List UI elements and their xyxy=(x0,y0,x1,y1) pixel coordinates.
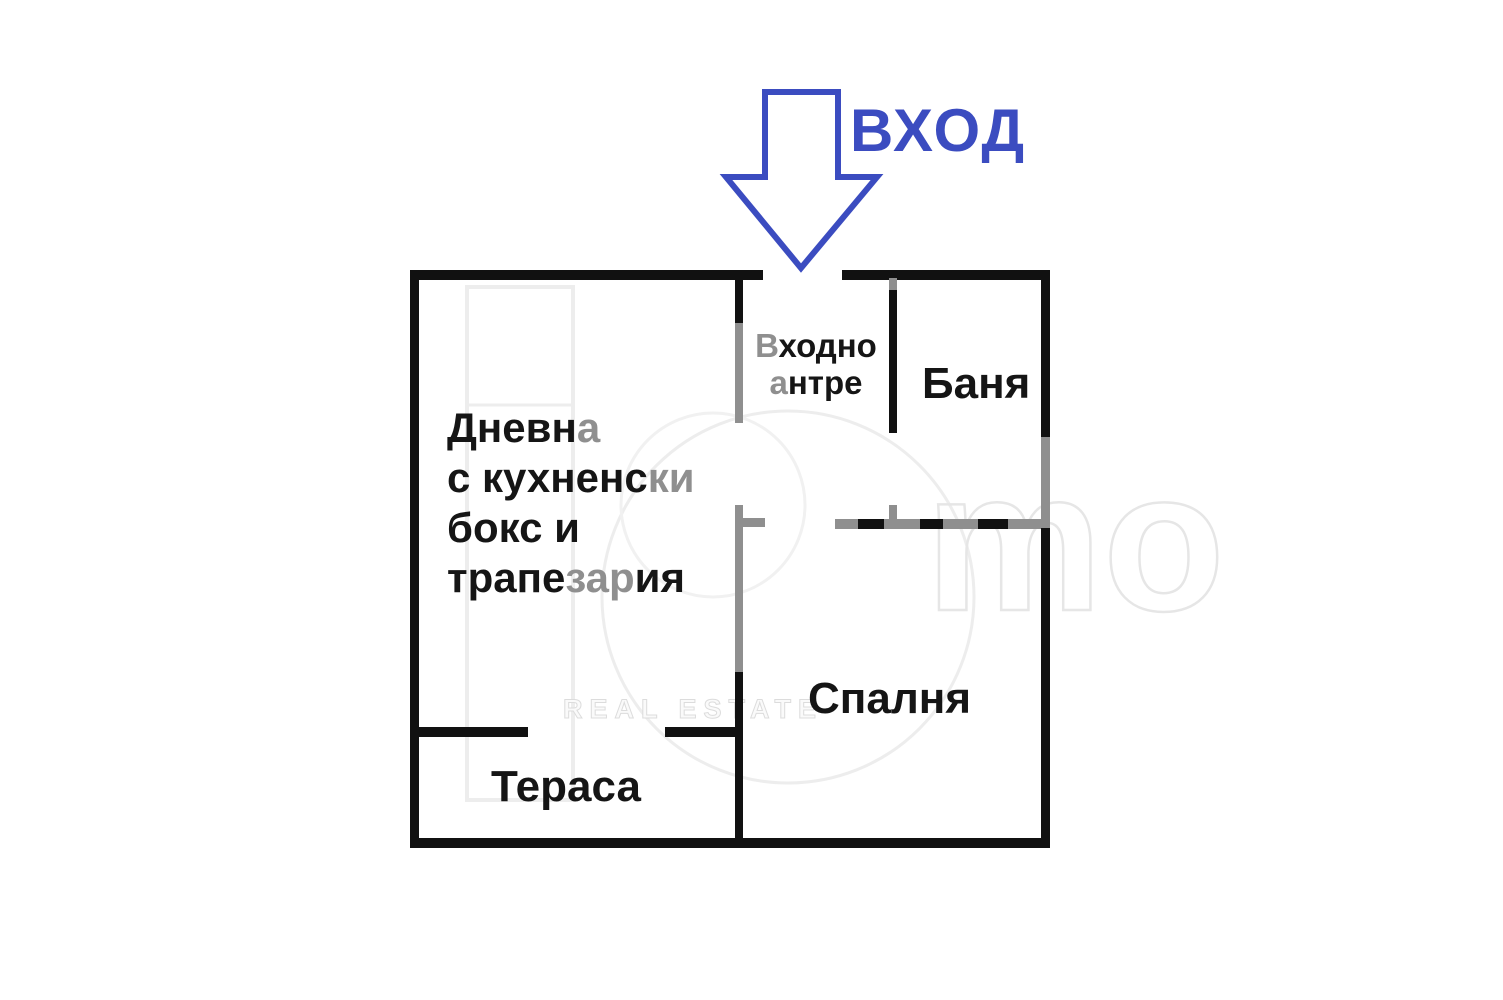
wall-bedroom-top-1 xyxy=(835,519,858,529)
wall-top-left xyxy=(410,270,763,280)
wall-terrace-right xyxy=(665,727,743,737)
watermark-logo-circle-large xyxy=(600,409,976,785)
wall-right-lower xyxy=(1041,528,1050,848)
watermark-logo-text: mo xyxy=(925,430,1225,653)
wall-bottom xyxy=(410,838,1050,848)
room-label-line: Входно xyxy=(755,327,877,364)
watermark-logo-circle-small xyxy=(619,411,807,599)
room-label-bathroom: Баня xyxy=(922,359,1031,408)
wall-terrace-left xyxy=(410,727,528,737)
room-label-bedroom: Спалня xyxy=(808,674,972,723)
entrance-label: ВХОД xyxy=(850,97,1027,164)
wall-bedroom-top-6 xyxy=(978,519,1008,529)
wall-hall-living-faded xyxy=(735,323,743,423)
watermark-tagline: REAL ESTATE xyxy=(563,694,823,724)
wall-right-faded xyxy=(1041,437,1050,528)
room-label-line: трапезария xyxy=(447,554,685,601)
wall-right-upper xyxy=(1041,270,1050,437)
room-label-line: с кухненски xyxy=(447,454,695,501)
wall-bedroom-door-jamb-left xyxy=(735,518,765,527)
wall-hall-bath xyxy=(889,290,897,433)
wall-bedroom-top-2 xyxy=(858,519,884,529)
wall-hall-living-top xyxy=(735,270,743,323)
wall-top-right xyxy=(842,270,1050,280)
wall-bedroom-top-4 xyxy=(920,519,943,529)
wall-living-bedroom-faded xyxy=(735,505,743,672)
room-label-line: бокс и xyxy=(447,504,580,551)
room-label-line: Дневна xyxy=(447,404,601,451)
wall-bath-door-jamb xyxy=(889,505,897,519)
watermark-logo-bar xyxy=(465,285,575,802)
room-label-terrace: Тераса xyxy=(491,762,641,811)
wall-bedroom-top-5 xyxy=(943,519,978,529)
wall-left xyxy=(410,270,419,848)
wall-bedroom-top-7 xyxy=(1008,519,1041,529)
wall-hall-bath-cap xyxy=(889,278,897,290)
room-label-line: антре xyxy=(769,364,863,401)
wall-bedroom-top-3 xyxy=(884,519,920,529)
wall-living-bedroom-lower xyxy=(735,672,743,848)
